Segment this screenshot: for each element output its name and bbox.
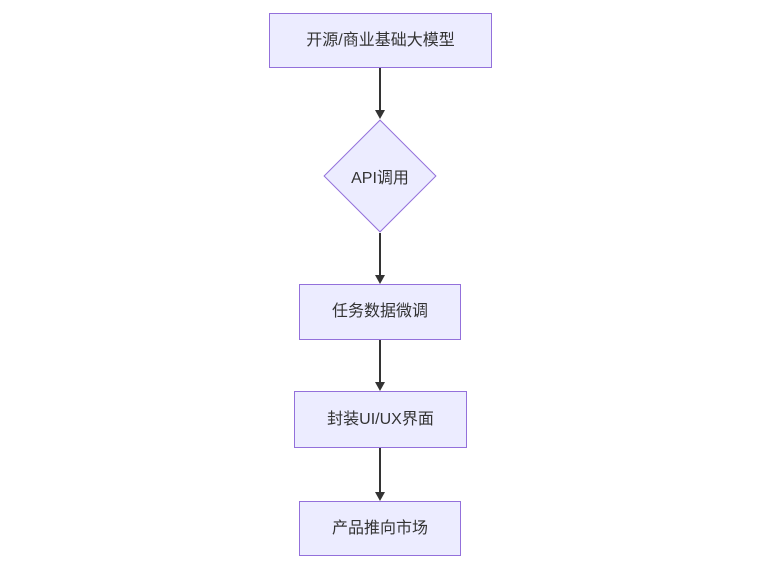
- node-task-data-finetune: 任务数据微调: [299, 284, 461, 340]
- node-api-call-decision: API调用: [323, 119, 437, 233]
- arrowhead-down-icon: [374, 382, 385, 391]
- edge-line: [378, 448, 381, 492]
- edge-api-to-finetune: [374, 233, 385, 284]
- node-package-uiux: 封装UI/UX界面: [294, 391, 467, 448]
- node-product-to-market: 产品推向市场: [299, 501, 461, 556]
- node-package-uiux-label: 封装UI/UX界面: [327, 410, 434, 428]
- node-foundation-model: 开源/商业基础大模型: [269, 13, 492, 68]
- edge-line: [378, 68, 381, 110]
- edge-uiux-to-market: [374, 448, 385, 501]
- arrowhead-down-icon: [374, 492, 385, 501]
- node-foundation-model-label: 开源/商业基础大模型: [306, 31, 455, 49]
- edge-line: [378, 233, 381, 275]
- arrowhead-down-icon: [374, 110, 385, 119]
- edge-line: [378, 340, 381, 382]
- node-product-to-market-label: 产品推向市场: [331, 519, 428, 537]
- node-api-call-label: API调用: [351, 170, 409, 187]
- arrowhead-down-icon: [374, 275, 385, 284]
- edge-foundation-to-api: [374, 68, 385, 119]
- edge-finetune-to-uiux: [374, 340, 385, 391]
- node-task-data-finetune-label: 任务数据微调: [331, 303, 428, 321]
